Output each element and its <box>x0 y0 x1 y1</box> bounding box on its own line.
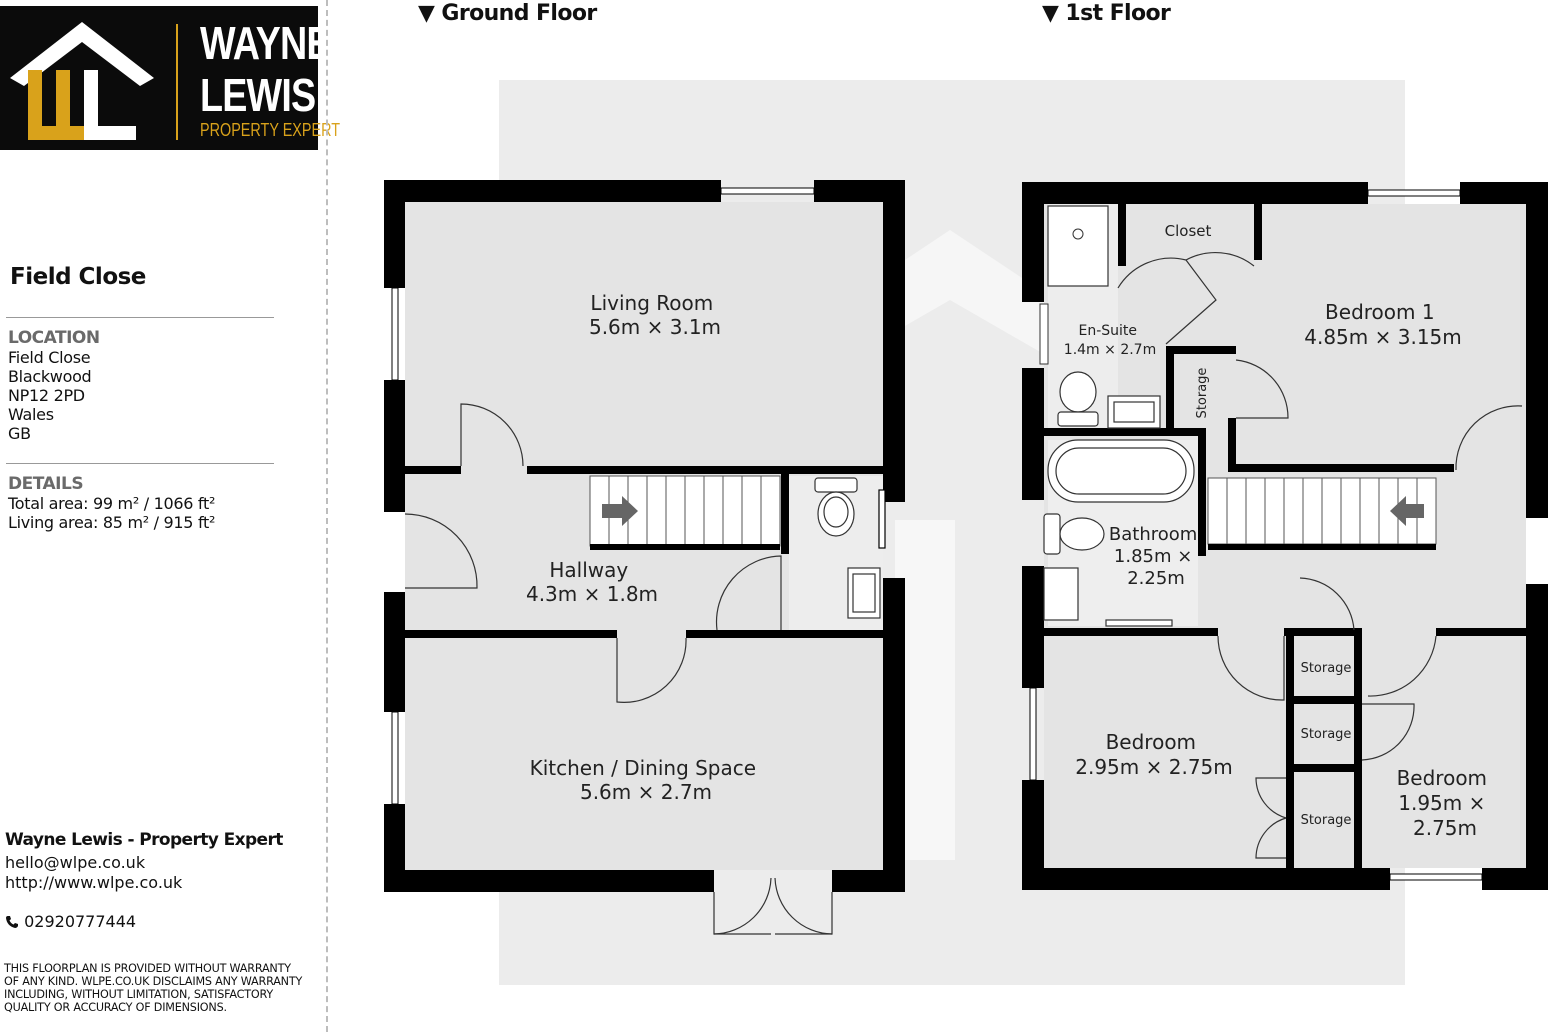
logo-divider <box>176 24 178 140</box>
house-logo-icon <box>10 22 154 140</box>
living-room-label: Living Room 5.6m × 3.1m <box>589 291 721 339</box>
triangle-down-icon: ▼ <box>1042 1 1059 26</box>
sink-icon <box>847 567 881 619</box>
sidebar-separator <box>326 0 328 1032</box>
location-line: NP12 2PD <box>8 386 85 405</box>
contact-phone[interactable]: 02920777444 <box>5 912 136 931</box>
property-title: Field Close <box>10 264 146 290</box>
ground-floor-plan: Living Room 5.6m × 3.1m Hallway 4.3m × 1… <box>384 180 905 935</box>
ground-floor-label: Ground Floor <box>441 1 597 26</box>
ensuite-label: En-Suite 1.4m × 2.7m <box>1064 323 1156 358</box>
storage-label: Storage <box>1301 813 1352 828</box>
triangle-down-icon: ▼ <box>418 1 435 26</box>
phone-icon <box>6 916 18 928</box>
storage-label: Storage <box>1301 661 1352 676</box>
location-line: Wales <box>8 405 54 424</box>
closet-label: Closet <box>1165 222 1212 240</box>
staircase <box>1207 477 1437 550</box>
kitchen-label: Kitchen / Dining Space 5.6m × 2.7m <box>530 756 763 804</box>
storage-label: Storage <box>1301 727 1352 742</box>
bedroom2-label: Bedroom 2.95m × 2.75m <box>1075 730 1233 779</box>
toilet-icon <box>1057 371 1099 427</box>
contact-website[interactable]: http://www.wlpe.co.uk <box>5 873 183 892</box>
divider <box>6 317 274 318</box>
bedroom3-label: Bedroom 1.95m × 2.75m <box>1397 766 1494 840</box>
brand-line1: WAYNE <box>200 17 332 69</box>
location-line: Field Close <box>8 348 91 367</box>
brand-tagline: PROPERTY EXPERT <box>200 120 341 140</box>
toilet-icon <box>814 477 858 537</box>
location-label: LOCATION <box>8 328 100 348</box>
storage-label: Storage <box>1195 368 1210 419</box>
contact-email[interactable]: hello@wlpe.co.uk <box>5 853 146 872</box>
sink-icon <box>1043 567 1079 621</box>
bedroom1-label: Bedroom 1 4.85m × 3.15m <box>1304 300 1462 349</box>
bathtub-icon <box>1047 439 1195 503</box>
staircase <box>589 475 781 550</box>
shower-tray-icon <box>1047 205 1109 287</box>
details-section: DETAILS Total area: 99 m² / 1066 ft² Liv… <box>8 474 276 533</box>
phone-number: 02920777444 <box>24 912 137 931</box>
living-area: Living area: 85 m² / 915 ft² <box>8 513 216 532</box>
brand-logo: WAYNE LEWIS PROPERTY EXPERT <box>0 6 340 150</box>
ground-floor-title: ▼ Ground Floor <box>418 1 597 26</box>
total-area: Total area: 99 m² / 1066 ft² <box>8 494 216 513</box>
location-section: LOCATION Field Close Blackwood NP12 2PD … <box>8 328 276 444</box>
sink-icon <box>1107 395 1161 429</box>
first-floor-label: 1st Floor <box>1065 1 1171 26</box>
location-line: Blackwood <box>8 367 92 386</box>
brand-line2: LEWIS <box>200 69 316 121</box>
first-floor-plan: Closet En-Suite 1.4m × 2.7m Bedroom 1 4.… <box>1022 182 1548 890</box>
first-floor-title: ▼ 1st Floor <box>1042 1 1171 26</box>
contact-block: Wayne Lewis - Property Expert hello@wlpe… <box>5 830 283 893</box>
location-line: GB <box>8 424 31 443</box>
details-label: DETAILS <box>8 474 84 494</box>
bathroom-label: Bathroom 1.85m × 2.25m <box>1109 524 1203 589</box>
contact-name: Wayne Lewis - Property Expert <box>5 830 283 850</box>
toilet-icon <box>1043 513 1105 555</box>
hallway-label: Hallway 4.3m × 1.8m <box>526 558 658 606</box>
divider <box>6 463 274 464</box>
disclaimer: THIS FLOORPLAN IS PROVIDED WITHOUT WARRA… <box>4 962 303 1014</box>
